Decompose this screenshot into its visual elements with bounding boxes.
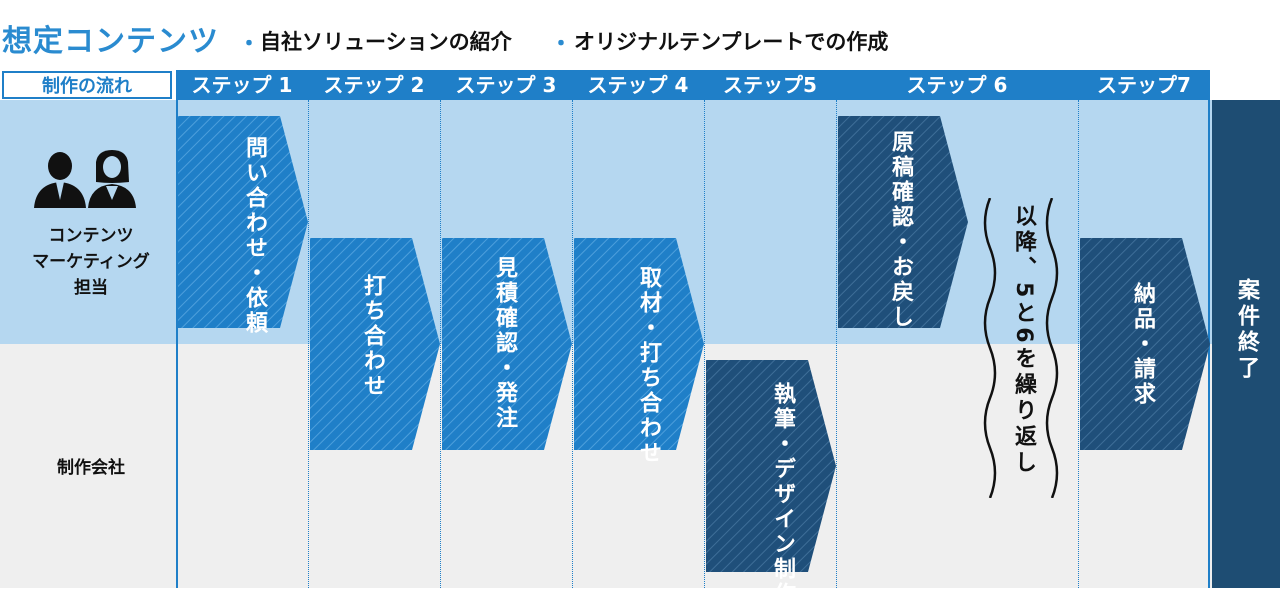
row-label-production: 制作会社 bbox=[57, 458, 125, 478]
end-column bbox=[1212, 100, 1280, 588]
step-header-3: ステップ 3 bbox=[455, 73, 557, 97]
step-header-2: ステップ 2 bbox=[323, 73, 425, 97]
column-divider bbox=[704, 100, 705, 588]
step4-label-line: 取材・ bbox=[636, 266, 661, 341]
step1-shape: 問い合わせ・依頼 bbox=[178, 116, 310, 336]
row-label-line: コンテンツ bbox=[48, 226, 134, 246]
step6-shape: 原稿確認・お戻し bbox=[838, 116, 970, 330]
step6-label: 原稿確認・お戻し bbox=[888, 130, 913, 330]
column-divider bbox=[572, 100, 573, 588]
title-subtitle-template: オリジナルテンプレートでの作成 bbox=[574, 30, 889, 54]
title-bullet: ・ bbox=[550, 32, 573, 57]
title-bullet: ・ bbox=[238, 32, 261, 57]
step5-label: 執筆・デザイン制作 bbox=[766, 382, 798, 607]
step4-shape: 取材・打ち合わせ bbox=[574, 238, 706, 466]
step1-label-line: 依頼 bbox=[242, 286, 267, 336]
row-label-line: 担当 bbox=[74, 278, 108, 298]
step2-shape: 打ち合わせ bbox=[310, 238, 442, 450]
step3-label: 見積確認・発注 bbox=[492, 256, 517, 431]
repeat-note: 以降、5と6を繰り返し bbox=[976, 198, 1066, 498]
step7-shape: 納品・請求 bbox=[1080, 238, 1212, 450]
step5-label-line: 執筆・ bbox=[770, 382, 795, 457]
step4-label: 取材・打ち合わせ bbox=[632, 266, 664, 466]
step2-label: 打ち合わせ bbox=[360, 274, 385, 399]
step4-label-line: 打ち合わせ bbox=[636, 341, 661, 466]
column-divider bbox=[440, 100, 441, 588]
step1-label: 問い合わせ・依頼 bbox=[238, 136, 270, 336]
end-label: 案件終了 bbox=[1234, 278, 1259, 382]
step7-label: 納品・請求 bbox=[1130, 282, 1155, 407]
column-divider bbox=[308, 100, 309, 588]
people-icon bbox=[30, 148, 140, 218]
step-header-4: ステップ 4 bbox=[587, 73, 689, 97]
column-divider bbox=[1078, 100, 1079, 588]
step-header-7: ステップ7 bbox=[1097, 73, 1191, 97]
step5-shape: 執筆・デザイン制作 bbox=[706, 360, 838, 607]
step-header-6: ステップ 6 bbox=[906, 73, 1008, 97]
step-header-1: ステップ 1 bbox=[191, 73, 293, 97]
step-header-bar bbox=[176, 70, 1210, 100]
step1-label-line: 問い合わせ・ bbox=[242, 136, 267, 286]
page-title: 想定コンテンツ bbox=[2, 24, 219, 59]
wavy-brackets bbox=[983, 198, 1059, 498]
step-header-5: ステップ5 bbox=[723, 73, 817, 97]
flow-label: 制作の流れ bbox=[2, 71, 172, 99]
title-subtitle-solution: 自社ソリューションの紹介 bbox=[260, 30, 512, 54]
row-label-marketing: コンテンツ マーケティング 担当 bbox=[10, 223, 172, 301]
row-label-line: マーケティング bbox=[32, 252, 150, 272]
repeat-note-text: 以降、5と6を繰り返し bbox=[1011, 204, 1036, 477]
step5-label-line: デザイン制作 bbox=[770, 457, 795, 607]
column-divider bbox=[836, 100, 837, 588]
step3-shape: 見積確認・発注 bbox=[442, 238, 574, 450]
